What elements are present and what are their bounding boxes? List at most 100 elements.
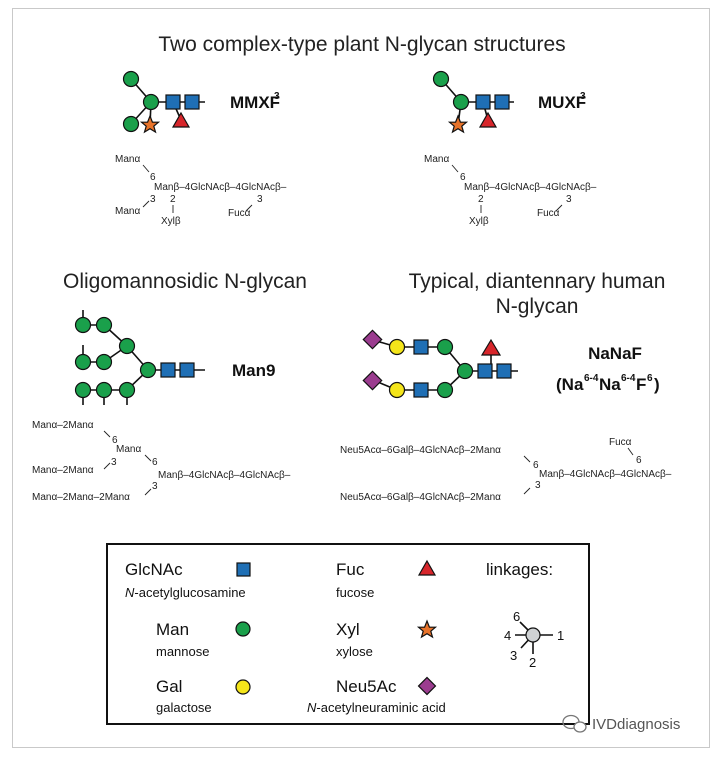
legend-box: [106, 543, 590, 725]
muxf-name: MUXF: [538, 93, 586, 112]
man9-formula: Manα–2Manα 6 Manα 3 6 Manα–2Manα Manβ–4G…: [32, 420, 291, 503]
glcnac-residue: [179, 362, 195, 378]
svg-text:6: 6: [112, 435, 118, 446]
linkage-diagram: 6 4 1 3 2: [504, 609, 564, 670]
man9-structure: [74, 310, 205, 405]
muxf-sup: 3: [580, 91, 586, 102]
legend-man-desc: mannose: [156, 644, 209, 659]
muxf-formula: Manα 6 Manβ–4GlcNAcβ–4GlcNAcβ– 2 3 Xylβ …: [424, 154, 597, 227]
man-residue: [436, 338, 454, 356]
svg-text:Manα: Manα: [424, 154, 449, 165]
xyl-residue: [139, 114, 161, 134]
svg-text:Manβ–4GlcNAcβ–4GlcNAcβ–: Manβ–4GlcNAcβ–4GlcNAcβ–: [154, 182, 287, 193]
man-residue: [74, 381, 92, 399]
svg-text:3: 3: [535, 480, 541, 491]
man-residue: [122, 115, 140, 133]
svg-text:3: 3: [510, 648, 517, 663]
svg-text:Fucα: Fucα: [537, 208, 560, 219]
man-residue: [436, 381, 454, 399]
green-circle-icon: [235, 621, 251, 637]
legend-gal-desc: galactose: [156, 700, 212, 715]
svg-text:Fucα: Fucα: [228, 208, 251, 219]
legend-gal-name: Gal: [156, 677, 182, 696]
man-residue: [456, 362, 474, 380]
svg-text:F: F: [636, 375, 646, 394]
man-residue: [432, 70, 450, 88]
svg-text:): ): [654, 375, 660, 394]
linkages-label: linkages:: [486, 560, 553, 579]
svg-text:3: 3: [257, 194, 263, 205]
watermark-text: IVDdiagnosis: [592, 716, 680, 733]
svg-text:2: 2: [170, 194, 176, 205]
nanaf-formula: Fucα 6 Neu5Acα–6Galβ–4GlcNAcβ–2Manα 6 Ma…: [340, 437, 672, 503]
gal-residue: [388, 381, 406, 399]
svg-text:6: 6: [460, 172, 466, 183]
neu5ac-residue: [362, 370, 383, 391]
svg-text:Xylβ: Xylβ: [469, 216, 489, 227]
glcnac-residue: [413, 382, 429, 398]
nanaf-notation: (Na 6-4 Na 6-4 F 6 ): [556, 373, 660, 394]
svg-text:2: 2: [478, 194, 484, 205]
mmxf-formula: Manα 6 Manβ–4GlcNAcβ–4GlcNAcβ– 2 3 3 Man…: [115, 154, 287, 227]
svg-text:6: 6: [152, 457, 158, 468]
glcnac-residue: [475, 94, 491, 110]
man-residue: [74, 353, 92, 371]
svg-text:1: 1: [557, 628, 564, 643]
svg-text:6-4: 6-4: [584, 373, 599, 384]
wechat-icon: [562, 714, 587, 733]
svg-text:Manβ–4GlcNAcβ–4GlcNAcβ–: Manβ–4GlcNAcβ–4GlcNAcβ–: [464, 182, 597, 193]
svg-text:Xylβ: Xylβ: [161, 216, 181, 227]
legend-glcnac-name: GlcNAc: [125, 560, 183, 579]
svg-text:3: 3: [566, 194, 572, 205]
glcnac-residue: [165, 94, 181, 110]
legend-neu5ac-desc: N-acetylneuraminic acid: [307, 700, 446, 715]
svg-text:Fucα: Fucα: [609, 437, 632, 448]
fuc-residue: [171, 111, 191, 128]
fuc-residue: [480, 338, 502, 356]
svg-text:Manα–2Manα–2Manα: Manα–2Manα–2Manα: [32, 492, 130, 503]
linkage-hub-icon: [525, 627, 541, 643]
svg-text:6: 6: [647, 373, 653, 384]
blue-square-icon: [236, 562, 251, 577]
section3-title-line2: N-glycan: [496, 295, 579, 318]
man-residue: [118, 381, 136, 399]
svg-text:6: 6: [513, 609, 520, 624]
svg-text:6: 6: [533, 460, 539, 471]
man-residue: [139, 361, 157, 379]
muxf-structure: [432, 70, 514, 134]
section2-title: Oligomannosidic N-glycan: [63, 270, 307, 293]
section1-title: Two complex-type plant N-glycan structur…: [158, 33, 565, 56]
legend-fuc-name: Fuc: [336, 560, 365, 579]
svg-text:Neu5Acα–6Galβ–4GlcNAcβ–2Manα: Neu5Acα–6Galβ–4GlcNAcβ–2Manα: [340, 492, 501, 503]
man9-name: Man9: [232, 361, 275, 380]
svg-text:Manα: Manα: [115, 154, 140, 165]
glcnac-residue: [160, 362, 176, 378]
fuc-residue: [478, 111, 498, 128]
svg-text:6: 6: [636, 455, 642, 466]
svg-text:Neu5Acα–6Galβ–4GlcNAcβ–2Manα: Neu5Acα–6Galβ–4GlcNAcβ–2Manα: [340, 445, 501, 456]
red-triangle-icon: [417, 559, 437, 576]
mmxf-structure: [122, 70, 205, 134]
gal-residue: [388, 338, 406, 356]
svg-text:4: 4: [504, 628, 511, 643]
svg-text:Manα: Manα: [116, 444, 141, 455]
man-residue: [74, 316, 92, 334]
mmxf-name: MMXF: [230, 93, 280, 112]
svg-text:Manβ–4GlcNAcβ–4GlcNAcβ–: Manβ–4GlcNAcβ–4GlcNAcβ–: [158, 470, 291, 481]
legend-xyl-name: Xyl: [336, 620, 360, 639]
figure-frame: [12, 8, 710, 748]
purple-diamond-icon: [417, 676, 437, 696]
svg-text:6-4: 6-4: [621, 373, 636, 384]
svg-text:Manβ–4GlcNAcβ–4GlcNAcβ–: Manβ–4GlcNAcβ–4GlcNAcβ–: [539, 469, 672, 480]
nanaf-structure: [362, 329, 518, 399]
neu5ac-residue: [362, 329, 383, 350]
legend-man-name: Man: [156, 620, 189, 639]
svg-text:Manα–2Manα: Manα–2Manα: [32, 465, 94, 476]
svg-text:Na: Na: [599, 375, 621, 394]
yellow-circle-icon: [235, 679, 251, 695]
man-residue: [95, 381, 113, 399]
nanaf-name: NaNaF: [588, 344, 642, 363]
glcnac-residue: [413, 339, 429, 355]
svg-text:Manα–2Manα: Manα–2Manα: [32, 420, 94, 431]
